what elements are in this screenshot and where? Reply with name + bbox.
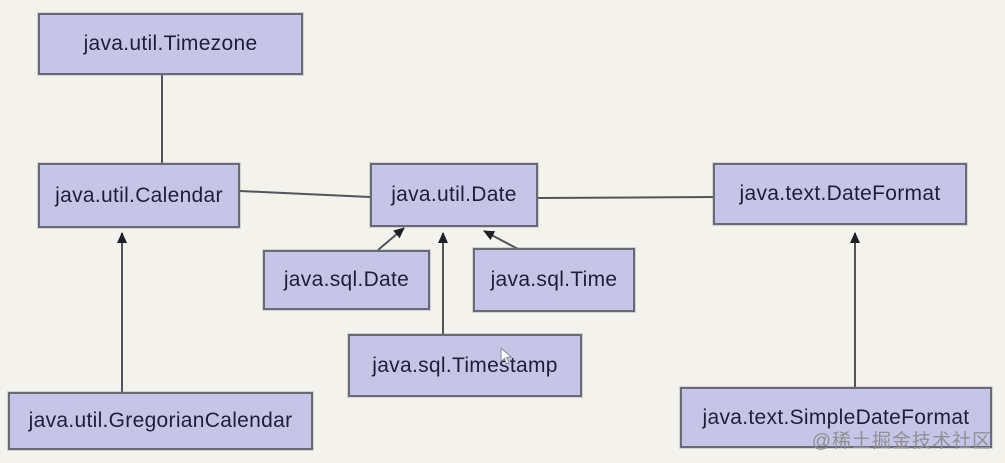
class-box-label: java.util.GregorianCalendar bbox=[28, 409, 293, 432]
edge-sqltime-date bbox=[483, 230, 519, 250]
class-box-label: java.text.SimpleDateFormat bbox=[702, 405, 970, 429]
class-box-java-util-gregoriancalendar: java.util.GregorianCalendar bbox=[8, 392, 313, 450]
class-box-label: java.text.DateFormat bbox=[739, 182, 941, 205]
class-box-java-util-date: java.util.Date bbox=[370, 163, 538, 227]
class-box-java-text-dateformat: java.text.DateFormat bbox=[713, 163, 967, 225]
class-box-label: java.util.Date bbox=[391, 183, 517, 206]
class-box-java-util-calendar: java.util.Calendar bbox=[38, 163, 240, 228]
class-box-java-sql-date: java.sql.Date bbox=[263, 250, 430, 310]
class-box-java-sql-time: java.sql.Time bbox=[473, 248, 635, 312]
class-box-java-util-timezone: java.util.Timezone bbox=[38, 13, 303, 75]
class-box-java-text-simpledateformat: java.text.SimpleDateFormat bbox=[680, 387, 992, 448]
class-box-label: java.sql.Date bbox=[283, 268, 410, 291]
edge-sqldate-date bbox=[377, 227, 405, 251]
mouse-cursor-icon bbox=[500, 348, 513, 365]
watermark-text: @稀土掘金技术社区 bbox=[811, 431, 992, 452]
class-box-label: java.sql.Timestamp bbox=[372, 353, 558, 377]
class-box-java-sql-timestamp: java.sql.Timestamp bbox=[348, 334, 582, 397]
edge-date-dateformat bbox=[537, 196, 714, 199]
class-box-label: java.util.Calendar bbox=[55, 183, 223, 207]
edge-calendar-date bbox=[239, 190, 371, 198]
class-box-label: java.util.Timezone bbox=[83, 32, 258, 55]
class-box-label: java.sql.Time bbox=[490, 268, 618, 291]
